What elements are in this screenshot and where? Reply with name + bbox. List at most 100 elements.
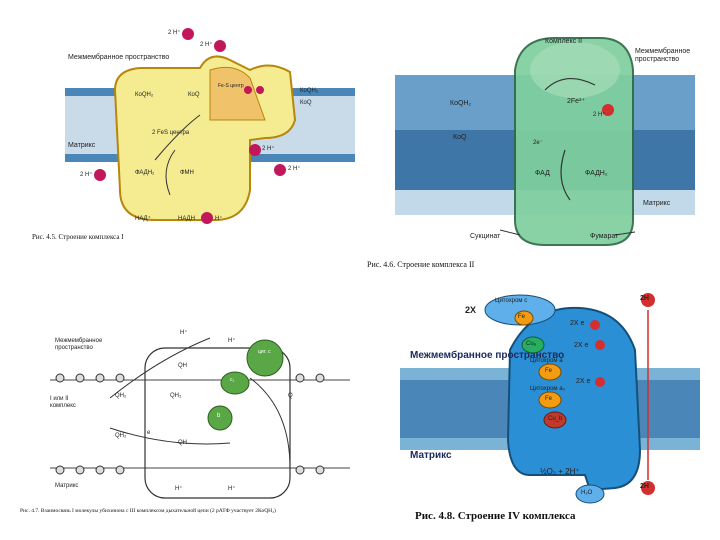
proton-label: Н⁺	[228, 486, 236, 492]
flow-arrow	[109, 337, 211, 399]
proton-label: 2 Н⁺	[593, 112, 606, 118]
fe-label: Fe	[545, 396, 553, 402]
matrix-label: Матрикс	[55, 483, 79, 489]
complex-3-diagram	[50, 337, 350, 499]
proton-icon	[182, 28, 194, 40]
proton-icon	[274, 164, 286, 176]
fmn-center-label: 2 FeS центра	[152, 130, 190, 136]
water-icon	[575, 484, 605, 504]
complex-1-body	[113, 55, 297, 221]
complex-4-diagram	[400, 293, 700, 504]
cytochrome-c1-icon	[220, 371, 250, 395]
complex-1-diagram	[65, 28, 355, 224]
figure-caption: Рис. 4.6. Строение комплекса II	[367, 260, 475, 269]
panel-complex-1: Межмембранное пространство Матрикс КоQН₂…	[32, 20, 360, 245]
membrane-band	[50, 378, 350, 478]
succinate-label: Сукцинат	[470, 233, 501, 240]
flow-arrow	[614, 231, 636, 236]
fadh2-label: ФАДН₂	[585, 170, 608, 177]
fadh2-label: ФАДН₂	[135, 170, 155, 176]
proton-label: 2 Н⁺	[262, 146, 275, 152]
qh2-label: QН₂	[115, 433, 127, 439]
figure-caption: Рис. 4.5. Строение комплекса I	[32, 233, 124, 241]
fe-label: 2Fe³⁺	[567, 98, 586, 105]
qh-label: QН	[178, 363, 187, 369]
cytochrome-b-label: b	[217, 413, 221, 419]
left-complex-label: I или II комплекс	[50, 396, 76, 409]
cytochrome-c-icon	[484, 294, 556, 326]
intermembrane-label: Межмембранное пространство	[410, 350, 565, 361]
panel-complex-4: Цитохром c 2Х Fe 2Х е Cuₐ 2Х е Цитохром …	[400, 290, 700, 535]
cytochrome-c-label: цит. c	[258, 349, 271, 355]
fe-label: Fe	[545, 368, 553, 374]
cytochrome-a3-label: Цитохром a₃	[530, 386, 565, 392]
proton-label: 2 Н⁺	[200, 42, 213, 48]
fe-icon	[514, 310, 534, 326]
koq-label: КоQ	[188, 92, 200, 98]
complex-4-body	[506, 306, 642, 492]
oxygen-equation-label: ½O₂ + 2Н⁺	[540, 467, 580, 476]
proton-label: 2 Н⁺	[80, 172, 93, 178]
figure-caption: Рис. 4.7. Взаимосвязь I молекулы убихино…	[20, 508, 276, 514]
fes-center-icon	[244, 86, 252, 94]
proton-label: 2 Н⁺	[168, 30, 181, 36]
cu-b-label: Cu_b	[548, 416, 563, 422]
q-label: Q	[288, 393, 293, 399]
complex-title: Комплекс II	[545, 38, 583, 45]
electron-icon	[590, 320, 600, 330]
electron-label: е	[147, 430, 151, 436]
fes-center-icon	[256, 86, 264, 94]
proton-icon	[201, 212, 213, 224]
proton-label: Н⁺	[180, 330, 188, 336]
proton-icon	[641, 481, 655, 495]
flow-arrow	[499, 229, 521, 236]
nadh-label: НАДН	[178, 216, 195, 222]
nad-label: НАД⁺	[135, 216, 151, 222]
right-koq-label: КоQ	[300, 100, 312, 106]
flow-arrow	[109, 427, 231, 445]
two-x-label: 2Х	[465, 305, 477, 315]
electron-label: 2Х е	[574, 342, 589, 349]
cu-a-icon	[521, 336, 545, 354]
panel-complex-3: Межмембранное пространство I или II комп…	[20, 318, 350, 528]
complex-1-arm	[209, 66, 266, 121]
proton-label: Н⁺	[215, 216, 223, 222]
cytochrome-c-label: Цитохром c	[495, 298, 528, 304]
cytochrome-c-icon	[246, 339, 284, 377]
flow-arrow	[165, 149, 176, 196]
intermembrane-label: Межмембранное пространство	[68, 54, 170, 61]
proton-label: 2Н	[640, 483, 649, 490]
fe-icon	[538, 391, 562, 409]
koqh2-label: КоQН₂	[450, 100, 472, 107]
fe-label: Fe	[518, 314, 526, 320]
fad-label: ФАД	[535, 170, 550, 177]
complex-2-diagram	[395, 37, 695, 246]
flow-arrow	[249, 377, 291, 469]
fes-center-label: Fe-S центр	[218, 83, 244, 89]
proton-label: Н⁺	[175, 486, 183, 492]
complex-3-outline	[144, 347, 291, 499]
proton-icon	[641, 293, 655, 307]
cu-b-icon	[543, 411, 567, 429]
electron-label: 2е⁻	[533, 140, 543, 146]
electron-icon	[595, 340, 605, 350]
panel-complex-2: Комплекс II Межмембранное пространство М…	[367, 30, 695, 275]
koqh2-label: КоQН₂	[135, 92, 154, 98]
fe-icon	[538, 363, 562, 381]
electron-icon	[595, 377, 605, 387]
intermembrane-label: Межмембранное пространство	[635, 48, 691, 63]
right-koqh2-label: КоQН₂	[300, 88, 319, 94]
koq-label: КоQ	[453, 134, 467, 141]
complex-2-top	[530, 42, 620, 98]
intermembrane-label: Межмембранное пространство	[55, 338, 103, 351]
matrix-label: Матрикс	[643, 200, 671, 207]
lipid-heads	[55, 373, 325, 475]
cytochrome-a-label: Цитохром a	[530, 358, 563, 364]
flow-arrow	[544, 78, 596, 91]
cu-a-label: Cuₐ	[526, 341, 536, 347]
proton-icon	[602, 104, 614, 116]
proton-label: 2Н	[640, 295, 649, 302]
matrix-label: Матрикс	[410, 450, 452, 461]
figure-caption: Рис. 4.8. Строение IV комплекса	[415, 510, 576, 522]
proton-icon	[214, 40, 226, 52]
